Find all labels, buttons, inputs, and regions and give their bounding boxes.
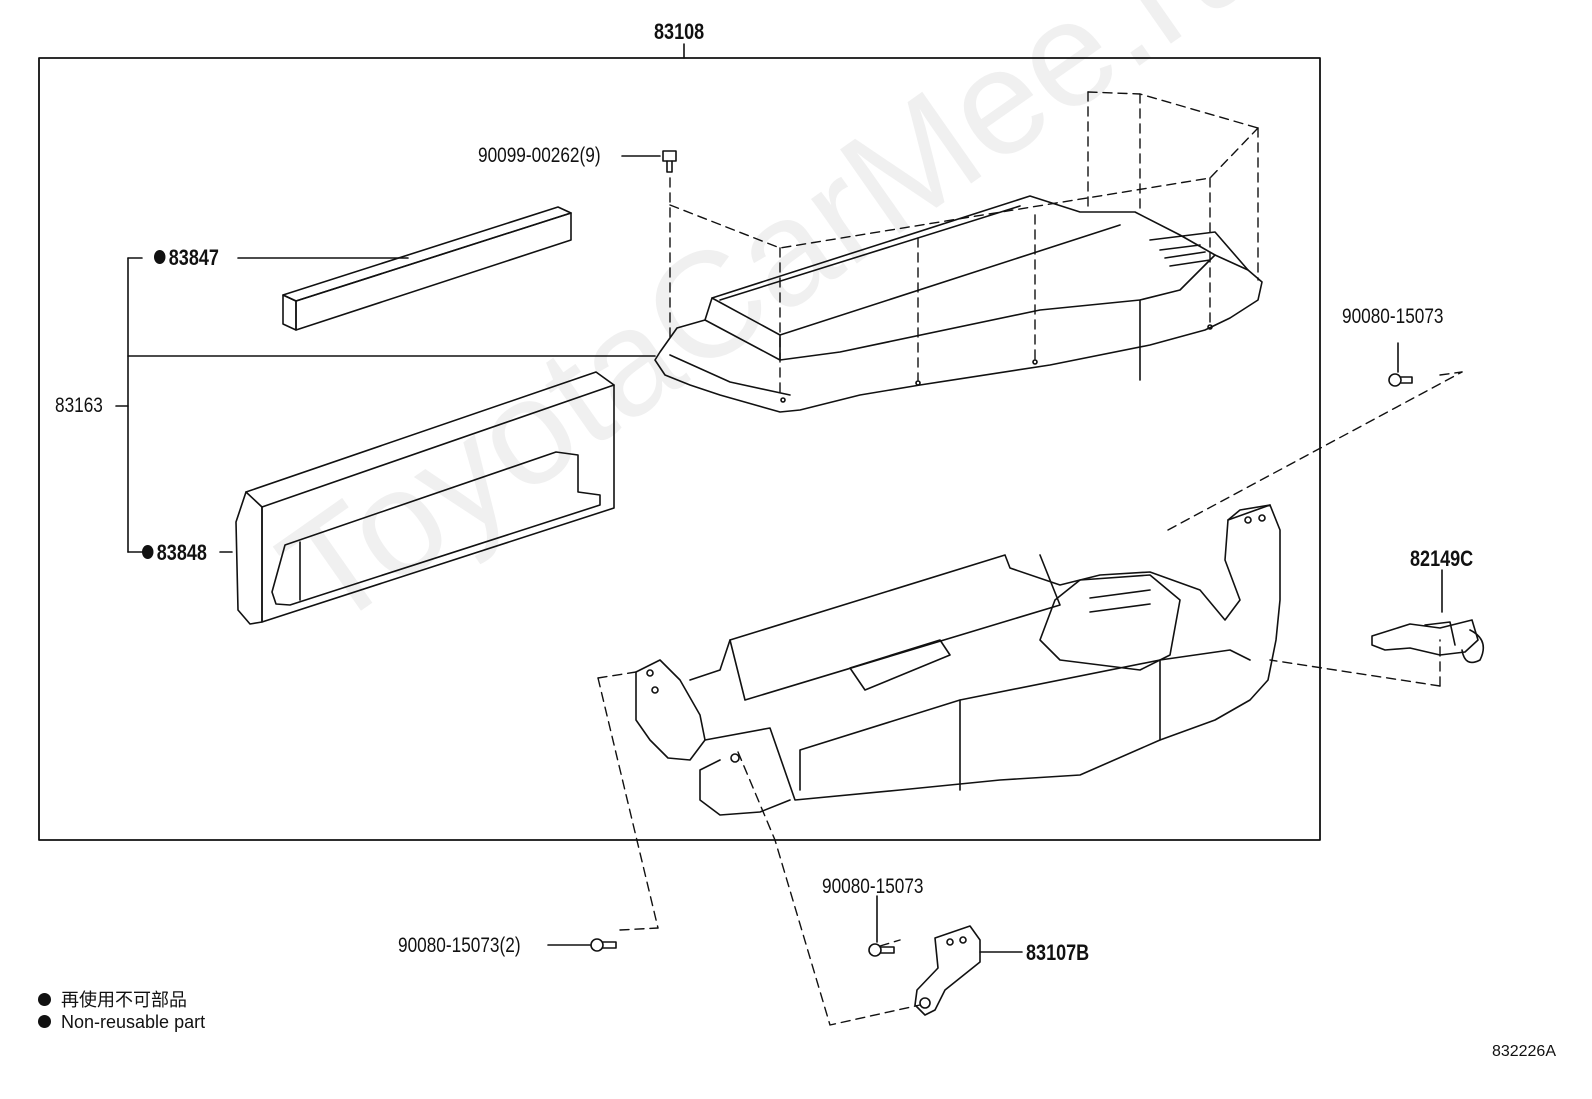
legend-dot-icon bbox=[38, 992, 51, 1006]
guide-lines-upper bbox=[669, 91, 1259, 396]
legend-en-text: Non-reusable part bbox=[61, 1012, 206, 1032]
guide-lines-lower bbox=[597, 371, 1463, 1026]
bolt-bottom-part bbox=[868, 895, 895, 957]
label-bolt-bottom: 90080-15073 bbox=[822, 875, 924, 898]
label-83848-text: 83848 bbox=[156, 540, 207, 565]
bolt-right-part bbox=[1388, 342, 1413, 387]
label-82149c: 82149C bbox=[1410, 546, 1474, 571]
diagram-code: 832226A bbox=[1491, 1043, 1556, 1060]
connector-82149c-part bbox=[1371, 569, 1485, 664]
screw-90099-part bbox=[621, 150, 677, 173]
pad-83848-part bbox=[235, 371, 615, 625]
assembly-frame bbox=[38, 57, 1321, 841]
legend-dot-icon bbox=[38, 1014, 51, 1028]
label-83107b: 83107B bbox=[1026, 940, 1090, 965]
legend-jp-text: 再使用不可部品 bbox=[61, 990, 187, 1010]
label-83848: 83848 bbox=[142, 540, 207, 566]
label-83847-text: 83847 bbox=[168, 245, 219, 270]
label-83108: 83108 bbox=[654, 19, 705, 44]
lower-unit-part bbox=[635, 504, 1281, 816]
legend-jp: 再使用不可部品 bbox=[38, 986, 187, 1012]
bolt-left-part bbox=[547, 938, 617, 952]
legend-en: Non-reusable part bbox=[38, 1012, 205, 1033]
leader-83163 bbox=[115, 257, 656, 553]
upper-duct-part bbox=[654, 195, 1263, 413]
non-reusable-dot-icon bbox=[142, 545, 154, 560]
label-screw-90099: 90099-00262(9) bbox=[478, 144, 601, 167]
label-bolt-right: 90080-15073 bbox=[1342, 305, 1444, 328]
label-83847: 83847 bbox=[154, 245, 219, 271]
label-bolt-left: 90080-15073(2) bbox=[398, 934, 521, 957]
pad-83847-part bbox=[282, 206, 572, 331]
non-reusable-dot-icon bbox=[154, 250, 166, 265]
bracket-83107b-part bbox=[914, 925, 1023, 1016]
label-83163: 83163 bbox=[55, 394, 103, 417]
